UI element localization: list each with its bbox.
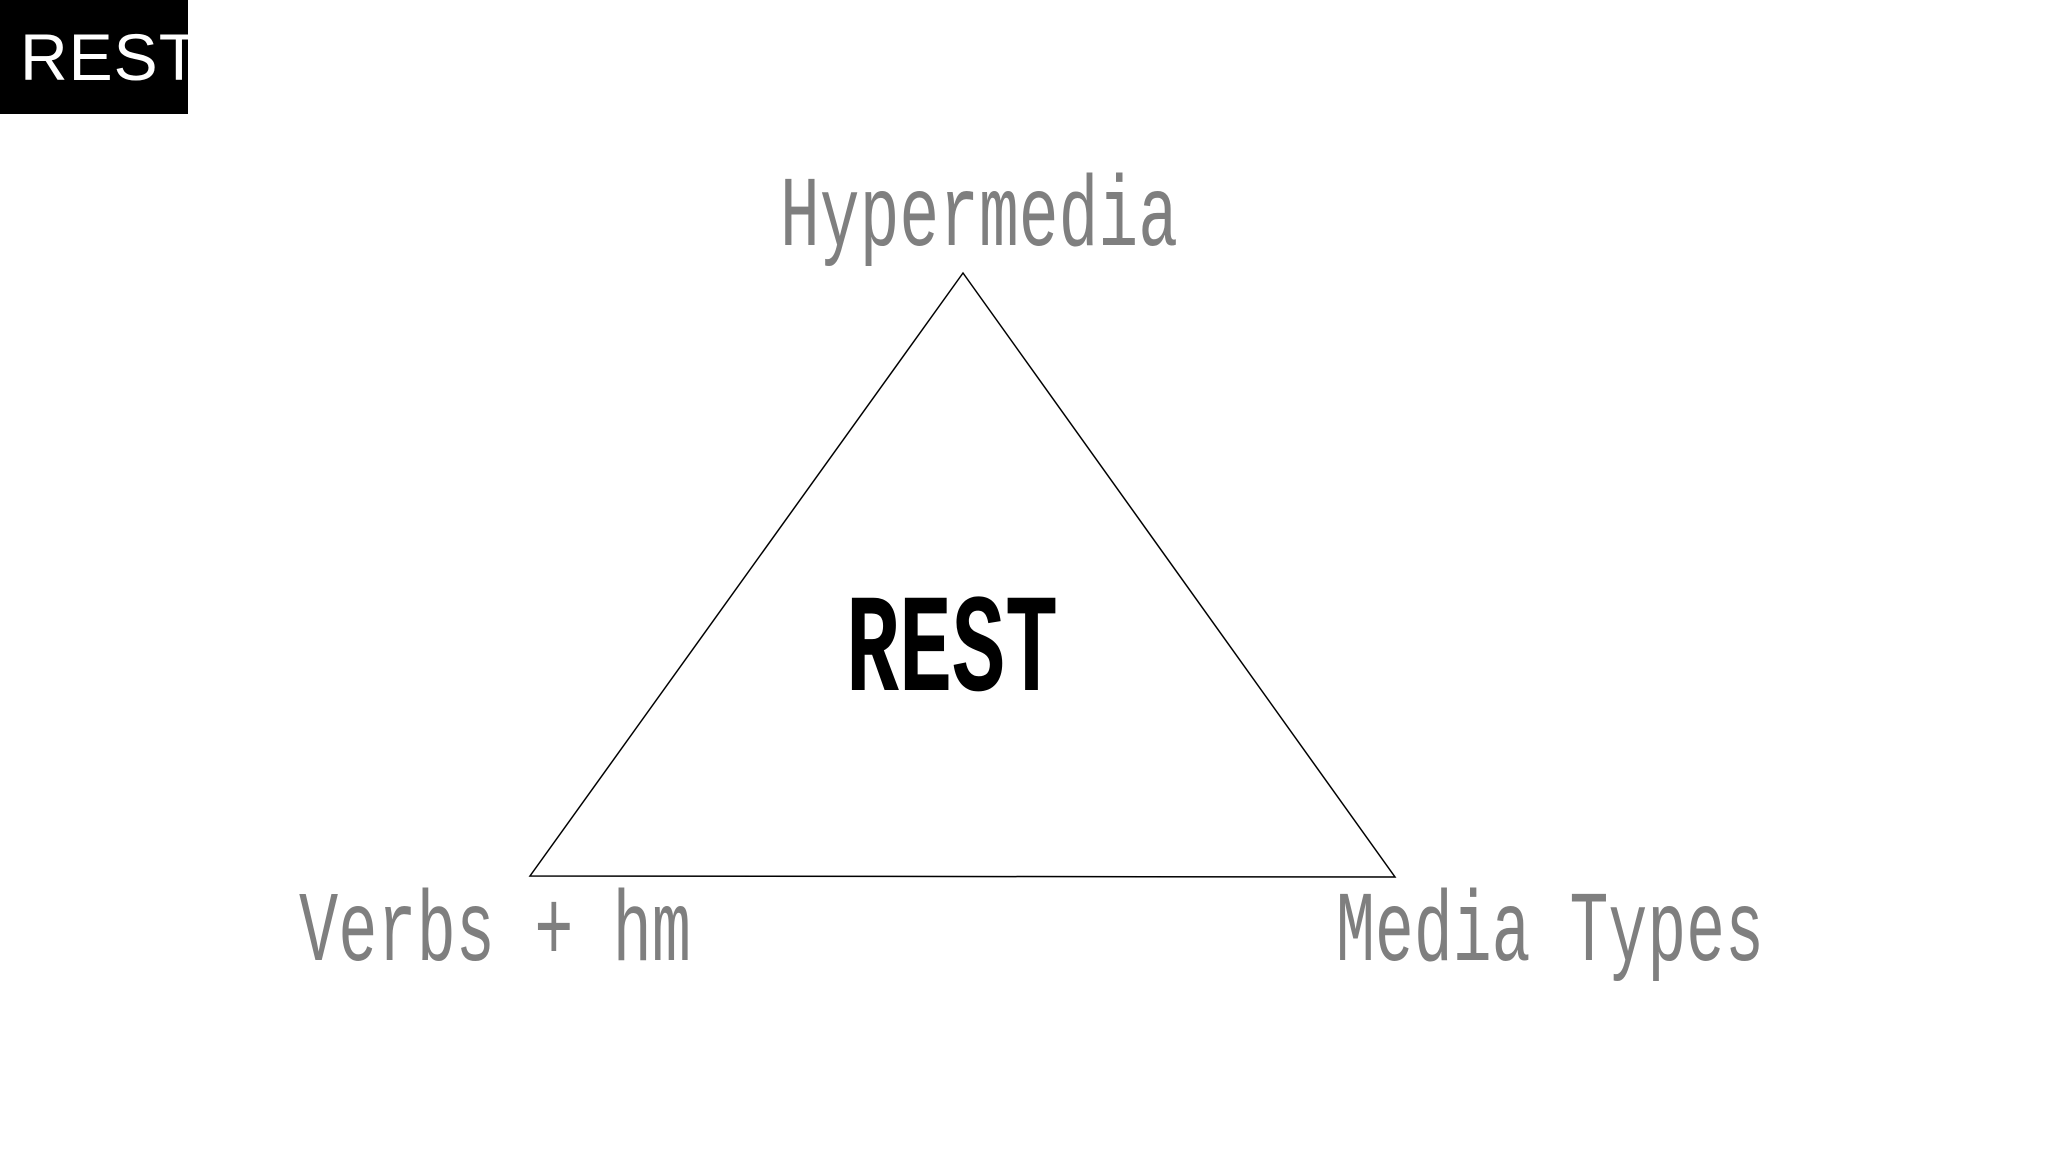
rest-badge: REST (0, 0, 199, 114)
center-label: REST (846, 574, 1058, 733)
rest-badge-label: REST (20, 20, 201, 94)
vertex-label-bottom-left: Verbs + hm (299, 878, 691, 991)
vertex-label-bottom-right: Media Types (1336, 878, 1764, 991)
vertex-label-top: Hypermedia (780, 163, 1178, 276)
triangle-outline (528, 271, 1397, 878)
